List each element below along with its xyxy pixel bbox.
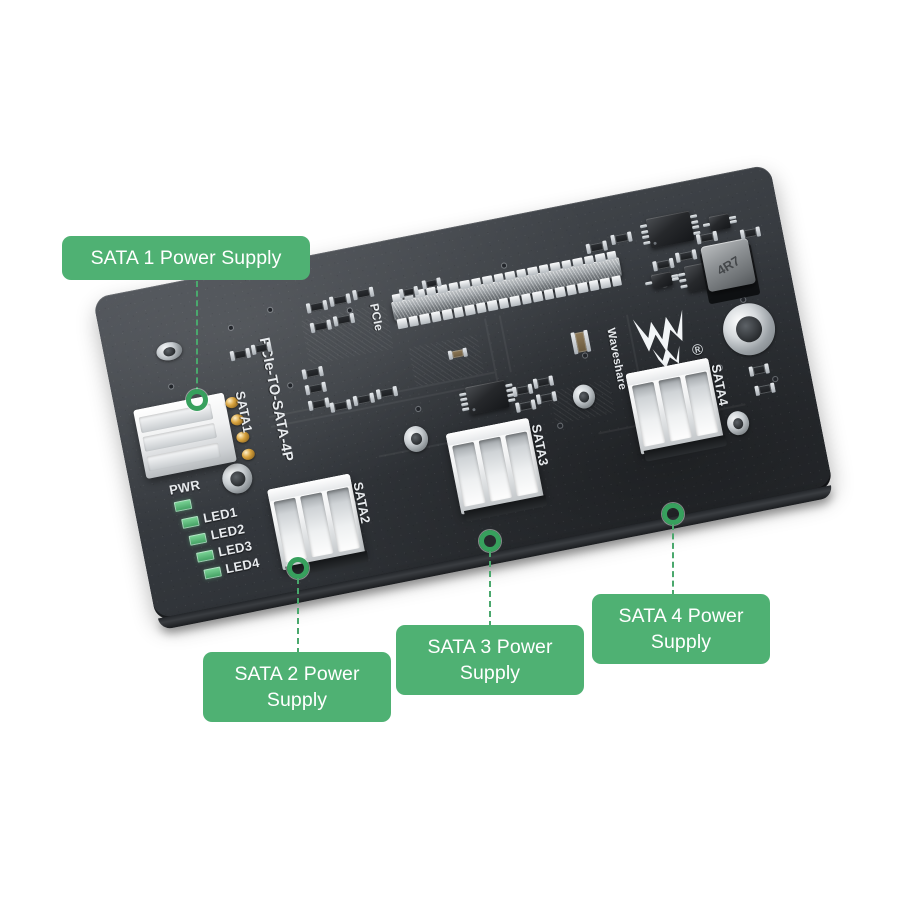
callout-line-sata3 [489, 551, 491, 627]
callout-label-sata1: SATA 1 Power Supply [62, 236, 310, 280]
callout-marker-sata3 [479, 530, 501, 552]
callout-marker-sata2 [287, 557, 309, 579]
callout-line-sata1 [196, 281, 198, 393]
callout-marker-sata4 [662, 503, 684, 525]
callout-line-sata2 [297, 578, 299, 654]
callout-marker-sata1 [186, 389, 208, 411]
callout-label-sata3: SATA 3 Power Supply [396, 625, 584, 695]
pcie-to-sata-4p-board: PCIe PCIe-TO-SATA-4P Waveshare ® [92, 164, 834, 631]
callout-line-sata4 [672, 524, 674, 596]
callout-label-sata2: SATA 2 Power Supply [203, 652, 391, 722]
callout-label-sata4: SATA 4 Power Supply [592, 594, 770, 664]
waveshare-logo-icon [628, 301, 697, 373]
